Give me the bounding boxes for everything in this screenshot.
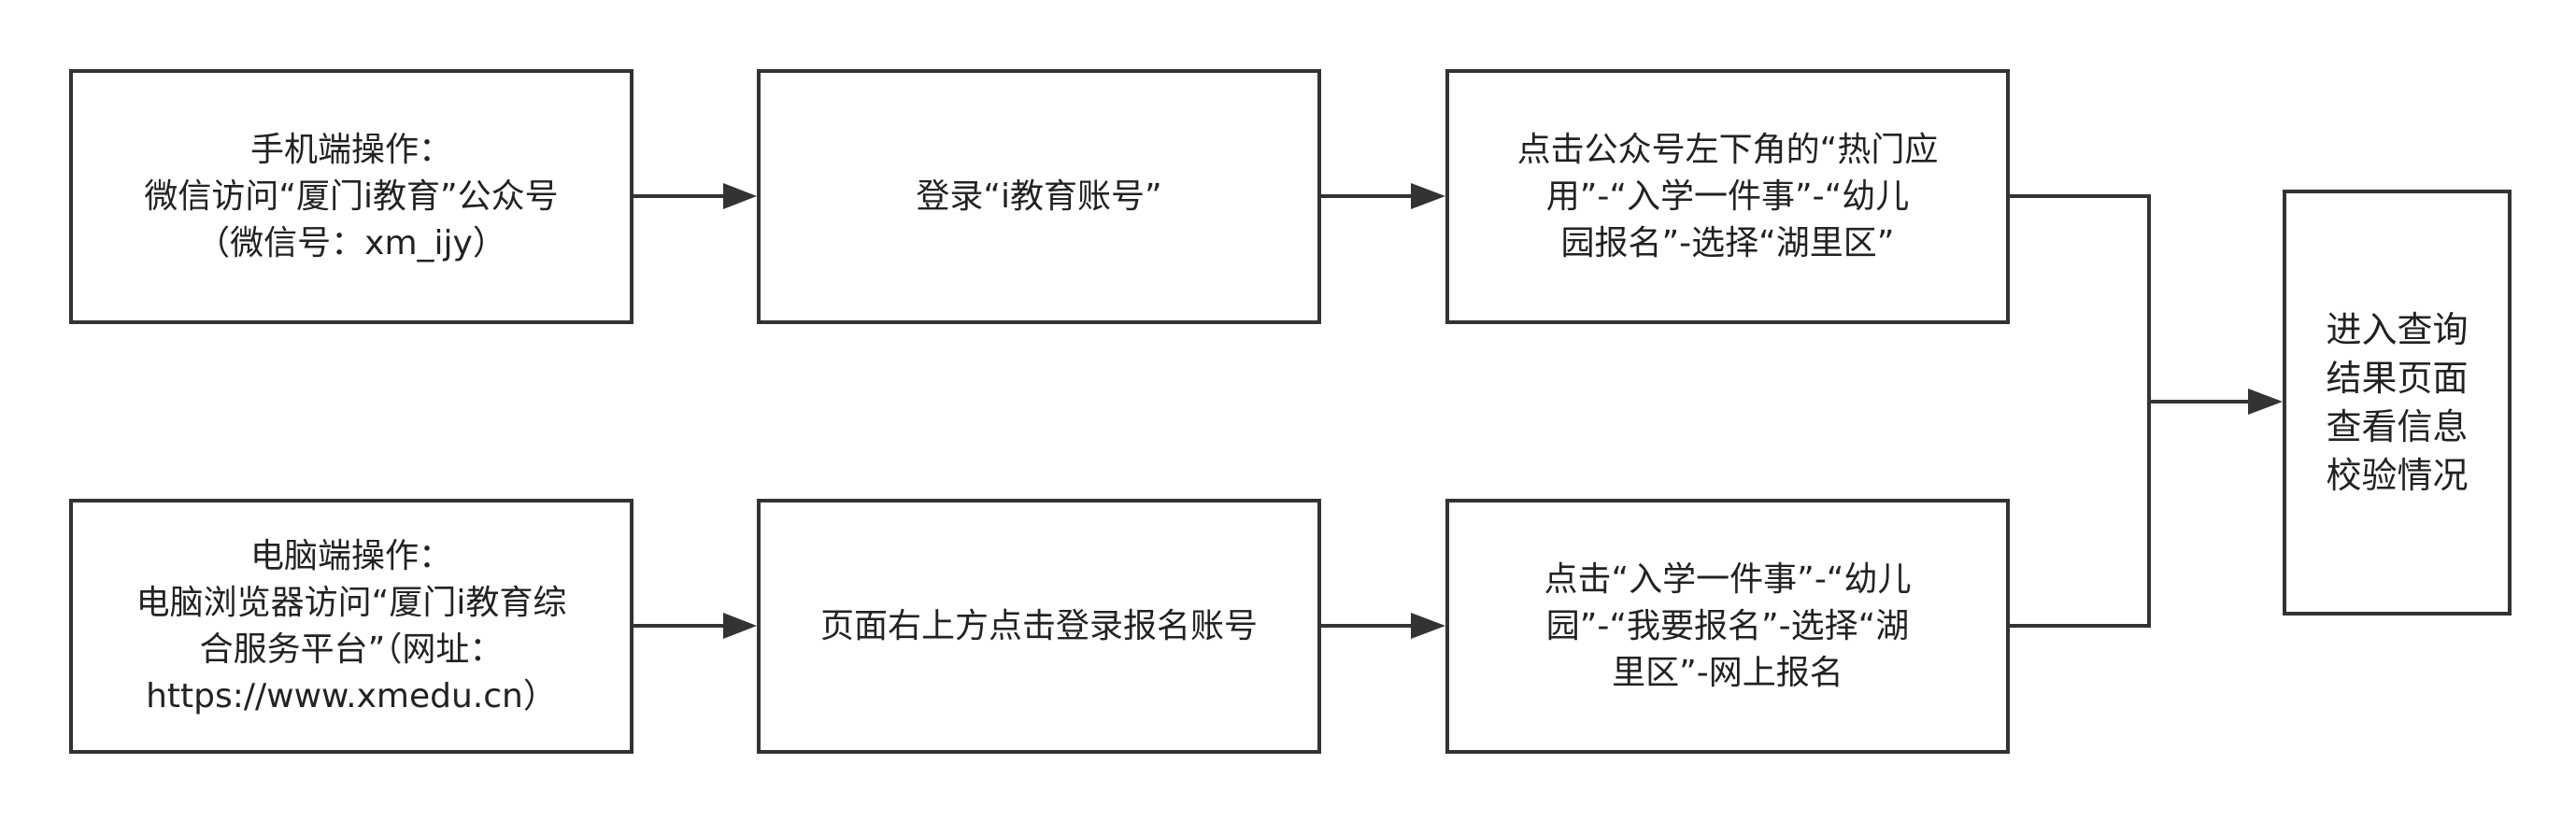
node-pc-nav-label: 点击“入学一件事”-“幼儿 园”-“我要报名”-选择“湖 里区”-网上报名: [1544, 559, 1912, 692]
node-mobile-login: 登录“i教育账号”: [757, 69, 1321, 324]
node-result: 进入查询 结果页面 查看信息 校验情况: [2283, 190, 2512, 616]
node-pc-login: 页面右上方点击登录报名账号: [757, 499, 1321, 754]
arrow-pc-start-to-login: [633, 613, 757, 639]
node-mobile-nav-label: 点击公众号左下角的“热门应 用”-“入学一件事”-“幼儿 园报名”-选择“湖里区…: [1516, 130, 1939, 262]
node-result-label: 进入查询 结果页面 查看信息 校验情况: [2326, 309, 2469, 496]
node-mobile-nav: 点击公众号左下角的“热门应 用”-“入学一件事”-“幼儿 园报名”-选择“湖里区…: [1445, 69, 2010, 324]
node-mobile-start-label: 手机端操作： 微信访问“厦门i教育”公众号 （微信号：xm_ijy）: [144, 130, 559, 262]
merge-connector: [2010, 194, 2283, 628]
arrow-mobile-login-to-nav: [1321, 183, 1445, 209]
node-pc-login-label: 页面右上方点击登录报名账号: [819, 606, 1258, 645]
node-pc-nav: 点击“入学一件事”-“幼儿 园”-“我要报名”-选择“湖 里区”-网上报名: [1445, 499, 2010, 754]
node-mobile-start: 手机端操作： 微信访问“厦门i教育”公众号 （微信号：xm_ijy）: [69, 69, 633, 324]
node-mobile-login-label: 登录“i教育账号”: [916, 177, 1162, 216]
node-pc-start: 电脑端操作： 电脑浏览器访问“厦门i教育综 合服务平台”（网址： https:/…: [69, 499, 633, 754]
arrow-mobile-start-to-login: [633, 183, 757, 209]
node-pc-start-label: 电脑端操作： 电脑浏览器访问“厦门i教育综 合服务平台”（网址： https:/…: [135, 536, 567, 715]
arrow-pc-login-to-nav: [1321, 613, 1445, 639]
